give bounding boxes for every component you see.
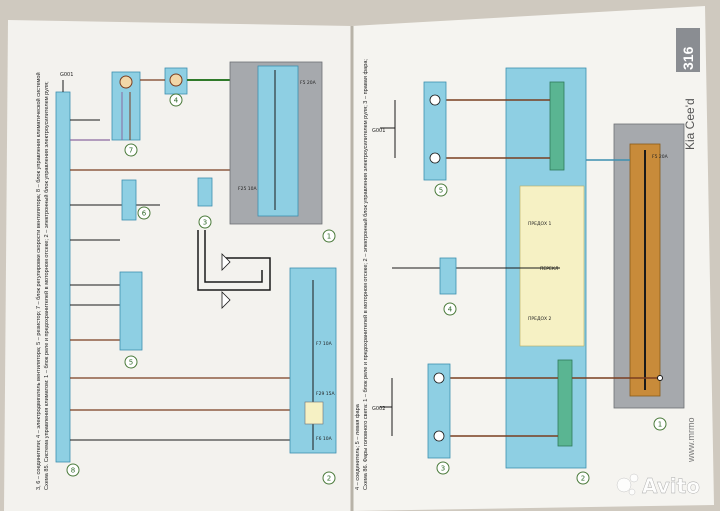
lamp-icon-2 — [429, 152, 441, 164]
page-number-tab — [676, 28, 700, 72]
left-headlight-block — [423, 81, 447, 181]
right-wires — [380, 99, 663, 437]
page-number: 316 — [680, 46, 696, 70]
site-url: www.mrmo — [686, 418, 696, 464]
callout-4-right: 4 — [448, 306, 453, 314]
callout-4-left: 4 — [174, 97, 179, 105]
eps-fuse-box — [304, 401, 324, 425]
callout-2-right: 2 — [581, 475, 585, 483]
control-unit-block — [55, 91, 71, 463]
callout-5-right: 5 — [439, 187, 443, 195]
fuse-box-inner — [257, 65, 299, 217]
arrow-b — [221, 291, 231, 309]
blower-module-icon — [119, 75, 133, 89]
callout-3-right: 3 — [441, 465, 445, 473]
relay-label-b: ПРЕДОХ 2 — [528, 316, 552, 322]
fuse-label-e: F6 10A — [316, 436, 333, 442]
callout-6: 6 — [142, 210, 147, 218]
right-fuse-label: F5 20A — [652, 154, 669, 160]
callout-3-left: 3 — [203, 219, 207, 227]
connector-3-left-block — [197, 177, 213, 207]
lamp-icon-4 — [433, 430, 445, 442]
avito-watermark-text: Avito — [642, 474, 700, 498]
left-caption-line1: Схема 85. Система управления климатом: 1… — [43, 81, 50, 490]
control-module-yellow — [519, 185, 585, 347]
control-unit-pins — [70, 119, 300, 441]
ground-label-right2: G002 — [372, 406, 385, 412]
routing-wire-2 — [204, 230, 263, 283]
right-caption-line2: 4 – соединитель; 5 – левая фара — [355, 403, 361, 490]
fuse-label-c: F7 10A — [316, 341, 333, 347]
callout-1-left: 1 — [327, 233, 331, 241]
book-title-text: Kia Cee'd — [683, 98, 697, 150]
routing-wire-1 — [197, 230, 271, 291]
callout-1-right: 1 — [658, 421, 662, 429]
connector-4-right-block — [439, 257, 457, 295]
left-caption-line2: 3, 6 – соединители; 4 – электродвигатель… — [35, 72, 42, 490]
fuse-label-b: F25 10A — [238, 186, 257, 192]
callout-2-left: 2 — [327, 475, 331, 483]
ground-label-right1: G001 — [372, 128, 385, 134]
right-caption: Схема 86. Фары головного света: 1 – блок… — [355, 59, 369, 490]
arrow-a — [221, 253, 231, 271]
lamp-icon-3 — [433, 372, 445, 384]
lamp-icon-1 — [429, 94, 441, 106]
left-caption: Схема 85. Система управления климатом: 1… — [35, 72, 50, 490]
callout-7: 7 — [129, 147, 133, 155]
fuse-label-d: F29 15A — [316, 391, 335, 397]
resistor-block — [119, 271, 143, 351]
avito-watermark: Avito — [616, 473, 700, 498]
fan-motor-icon — [169, 73, 183, 87]
page-number-text: 316 — [680, 46, 696, 70]
book-title: Kia Cee'd — [683, 98, 697, 150]
ground-label-left: G001 — [60, 72, 73, 78]
relay-label-a: ПРЕДОХ 1 — [528, 221, 552, 227]
connector-6-block — [121, 179, 137, 221]
relay-green-bottom — [557, 359, 573, 447]
relay-green-top — [549, 81, 565, 171]
callout-5-left: 5 — [129, 359, 133, 367]
callout-8: 8 — [71, 467, 75, 475]
fuse-label-a: F5 20A — [300, 80, 317, 86]
block-tag: ПЕРЕКЛ — [540, 266, 558, 272]
right-caption-line1: Схема 86. Фары головного света: 1 – блок… — [362, 59, 369, 490]
site-url-text: www.mrmo — [686, 418, 696, 464]
right-headlight-block — [427, 363, 451, 459]
